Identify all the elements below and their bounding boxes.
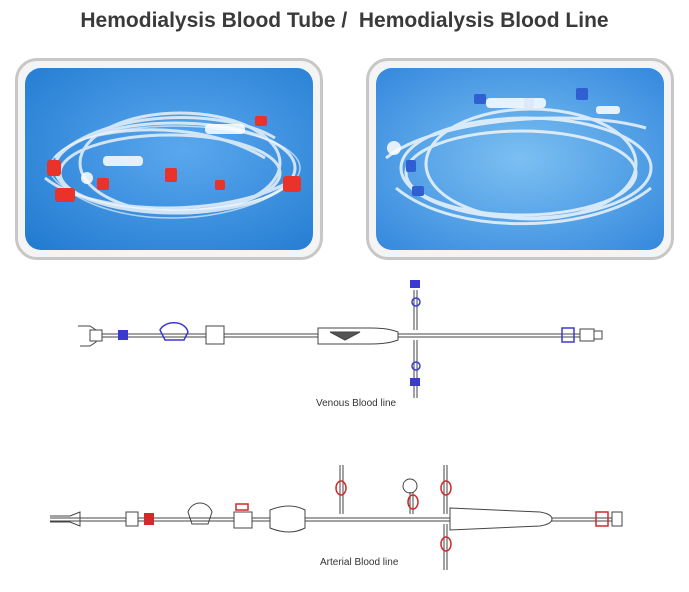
photo-frame-right [366, 58, 674, 260]
blood-tube-photo-blue [376, 68, 664, 250]
photo-frame-left [15, 58, 323, 260]
blood-tube-photo-red [25, 68, 313, 250]
venous-line-caption: Venous Blood line [316, 398, 397, 409]
arterial-line-caption: Arterial Blood line [320, 557, 399, 568]
page-title: Hemodialysis Blood Tube / Hemodialysis B… [80, 9, 609, 32]
